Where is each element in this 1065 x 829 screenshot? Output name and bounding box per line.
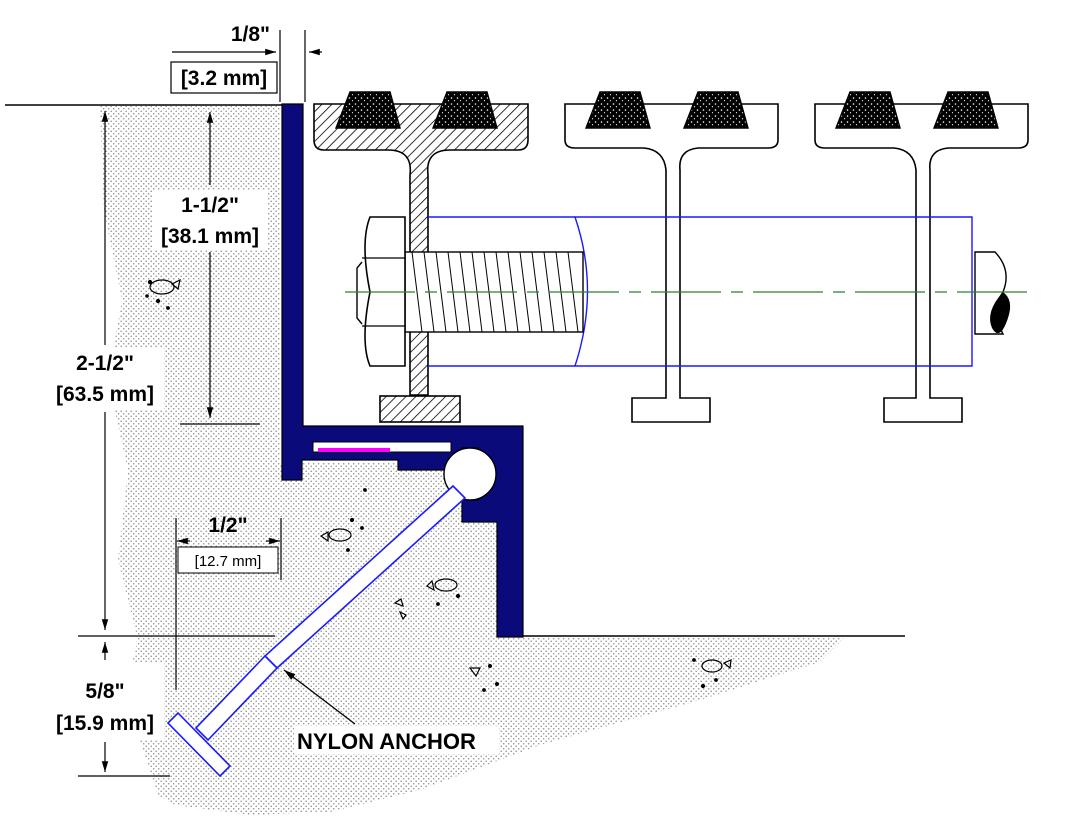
dim-flange-width-imperial: 1/2" — [208, 514, 247, 537]
dim-top-gap — [172, 30, 322, 102]
dim-upper-depth-bg — [152, 190, 268, 250]
outline-rails — [564, 103, 1029, 423]
dim-overall-depth-metric: [63.5 mm] — [56, 383, 154, 406]
dim-top-gap-imperial: 1/8" — [231, 23, 270, 46]
hatched-rail — [313, 103, 529, 396]
frame-profile — [281, 103, 524, 638]
dim-overall-depth-imperial: 2-1/2" — [76, 352, 134, 375]
dim-overall-depth-bg — [46, 348, 164, 410]
anchor-label-bg — [294, 726, 499, 754]
hex-nut-cap — [356, 261, 363, 325]
rubber-treads — [334, 91, 999, 129]
dim-upper-depth — [180, 112, 260, 425]
dim-anchor-depth-metric: [15.9 mm] — [56, 712, 154, 735]
rod-break-mark — [990, 292, 1011, 334]
aggregate-stones — [145, 278, 732, 692]
dim-flange-width-box — [177, 546, 279, 574]
dim-flange-width-metric: [12.7 mm] — [195, 553, 262, 570]
dim-top-gap-box — [170, 61, 278, 94]
dim-upper-depth-metric: [38.1 mm] — [161, 225, 259, 248]
hatched-rail-foot — [379, 395, 461, 423]
dim-anchor-depth-imperial: 5/8" — [85, 680, 124, 703]
dim-top-gap-metric: [3.2 mm] — [181, 67, 267, 90]
dim-upper-depth-imperial: 1-1/2" — [181, 194, 239, 217]
dim-anchor-depth — [78, 642, 170, 777]
nylon-anchor — [166, 484, 467, 778]
anchor-label: NYLON ANCHOR — [297, 729, 476, 754]
anchor-socket — [443, 447, 497, 501]
dim-anchor-depth-bg — [46, 662, 164, 740]
dim-flange-width — [175, 518, 282, 690]
anchor-leader — [283, 669, 356, 725]
